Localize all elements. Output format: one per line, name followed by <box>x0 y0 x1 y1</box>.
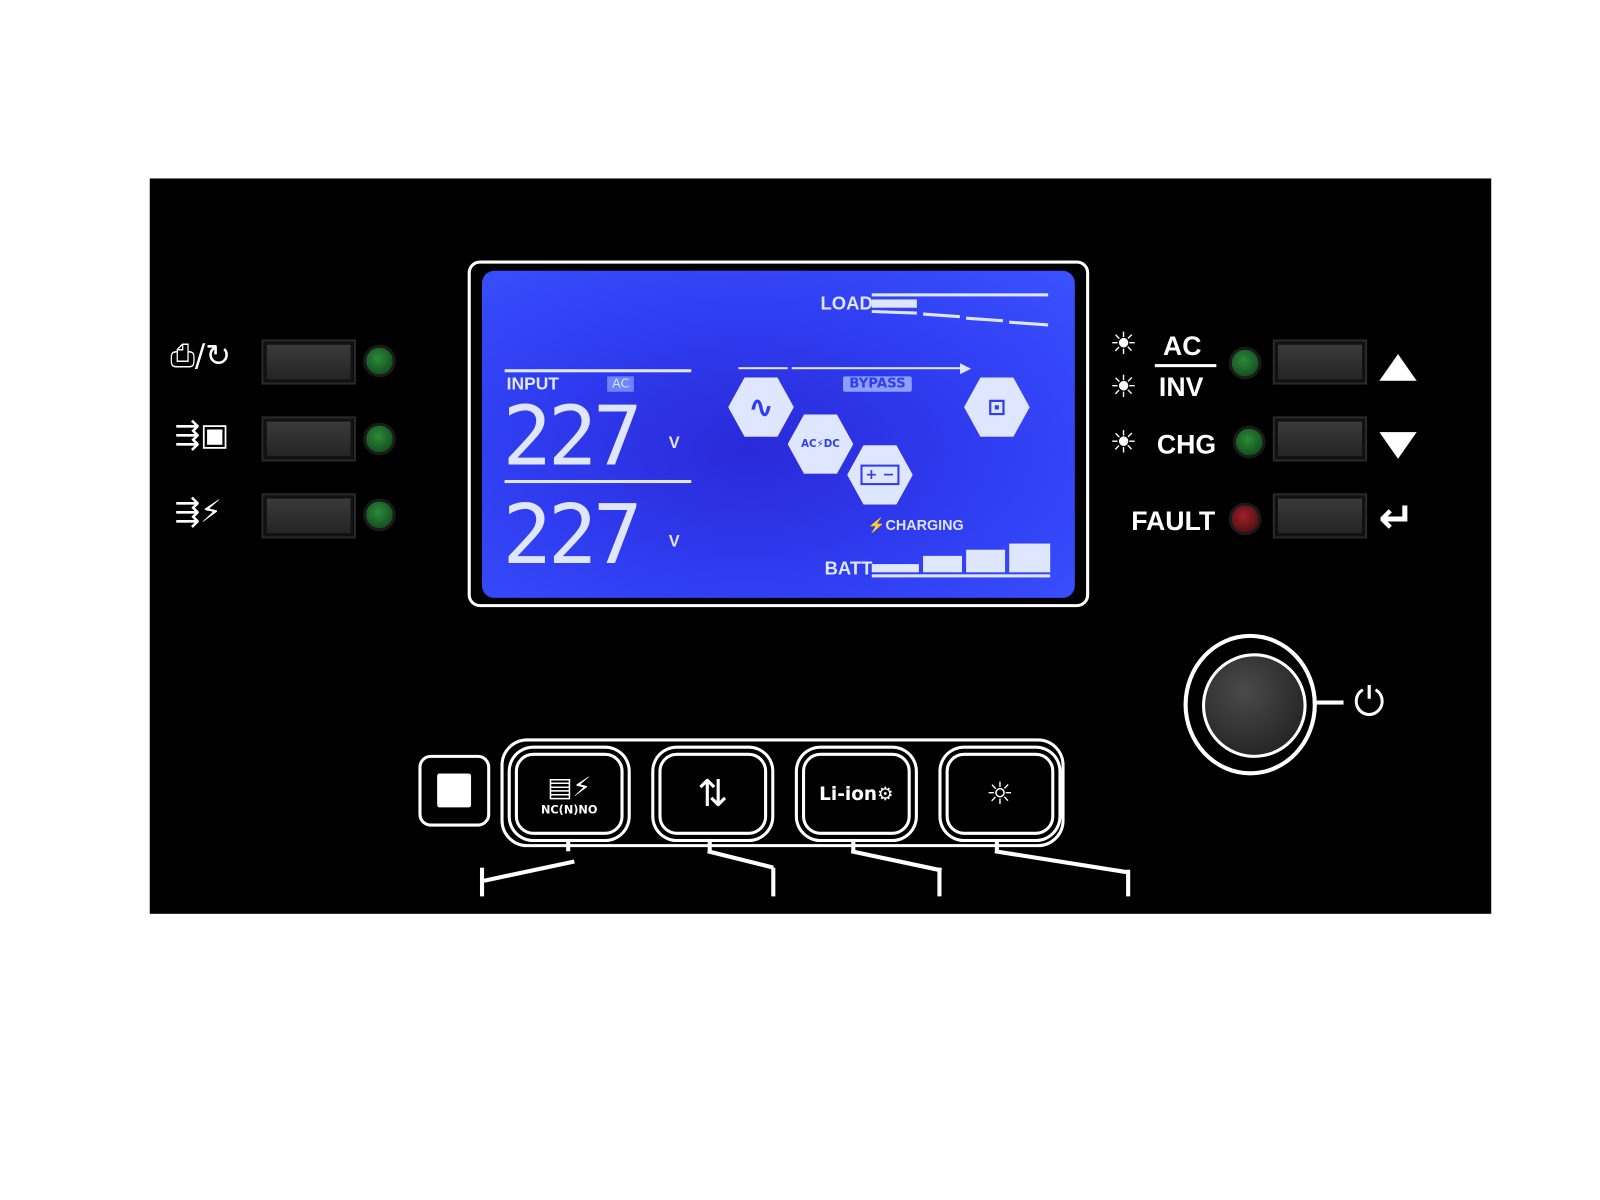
half-sun-icon: ☀ <box>1109 369 1138 406</box>
input-voltage: 227 <box>502 388 643 485</box>
battery-level-bar <box>871 539 1053 578</box>
charging-icon: ⚡ <box>867 516 886 534</box>
ac-dc-converter-icon: AC⚡DC <box>787 414 854 474</box>
load-bar <box>871 293 1049 330</box>
liion-label: Li-ion <box>819 783 878 805</box>
inv-label: INV <box>1158 371 1204 403</box>
output-voltage-unit: V <box>668 533 680 551</box>
display-brightness-icon: ☼ <box>986 775 1014 812</box>
lcd-screen: LOAD INPUT AC 227 V 227 V ▶ BYPASS ∿ AC⚡… <box>482 270 1075 598</box>
output-voltage: 227 <box>502 487 643 583</box>
dry-contact-button[interactable]: ▤⚡NC(N)NO <box>514 752 624 835</box>
bypass-label: BYPASS <box>843 376 912 392</box>
relay-label: NC(N)NO <box>540 802 598 816</box>
up-arrow-icon[interactable]: ▲ <box>1379 344 1417 386</box>
sun-icon: ☀ <box>1109 326 1138 363</box>
function-button-group <box>500 738 1065 848</box>
enter-icon[interactable]: ↵ <box>1378 492 1415 543</box>
load-segment-1 <box>871 299 917 308</box>
chg-led <box>1232 425 1266 459</box>
input-label: INPUT <box>506 374 559 394</box>
load-label: LOAD <box>820 293 873 314</box>
bypass-arrow <box>791 367 967 370</box>
usb-function-button[interactable]: ⇅ <box>658 752 768 835</box>
batt-segment-4 <box>1009 543 1051 573</box>
up-button[interactable] <box>1274 341 1366 383</box>
wifi-button[interactable]: 📶 <box>418 754 491 827</box>
batt-segment-2 <box>923 555 963 573</box>
ac-inv-led <box>1228 346 1262 380</box>
gear-icon: ⚙ <box>877 783 894 805</box>
sun-icon: ☀ <box>1109 424 1138 461</box>
divider <box>504 369 692 373</box>
input-voltage-unit: V <box>668 434 680 453</box>
batt-segment-3 <box>966 549 1006 573</box>
charge-source-icon: ⇶⚡ <box>174 494 222 531</box>
power-ring <box>1183 633 1317 776</box>
liion-settings-button[interactable]: Li-ion⚙ <box>802 752 911 835</box>
battery-icon: + − <box>847 445 913 505</box>
arrow-head-icon: ▶ <box>959 359 972 377</box>
usb-transfer-icon: ⇅ <box>697 772 729 815</box>
down-arrow-icon[interactable]: ▼ <box>1379 422 1417 464</box>
charge-source-button[interactable] <box>263 495 354 537</box>
output-source-button[interactable] <box>263 418 354 460</box>
divider <box>504 479 692 484</box>
charging-label: ⚡CHARGING <box>867 516 964 534</box>
display-settings-button[interactable]: ☼ <box>945 752 1055 835</box>
output-source-led <box>363 422 396 456</box>
charge-source-led <box>363 498 396 532</box>
ac-input-sine-icon: ∿ <box>728 377 794 437</box>
fault-label: FAULT <box>1131 505 1216 537</box>
enter-button[interactable] <box>1274 495 1366 537</box>
batt-label: BATT <box>824 557 873 579</box>
usb-reset-button[interactable] <box>263 341 354 383</box>
output-source-icon: ⇶▣ <box>174 417 230 454</box>
down-button[interactable] <box>1274 418 1366 460</box>
batt-segment-1 <box>871 564 919 573</box>
fault-led <box>1228 502 1262 536</box>
ac-label: AC <box>1163 330 1202 362</box>
input-mode-badge: AC <box>607 376 635 392</box>
relay-icon: ▤⚡ <box>547 771 592 803</box>
output-socket-icon: ⊡ <box>964 377 1030 437</box>
chg-label: CHG <box>1156 428 1217 460</box>
power-button[interactable] <box>1202 653 1307 758</box>
wifi-icon: 📶 <box>435 772 474 809</box>
usb-reset-icon: ⎙/↻ <box>170 338 232 375</box>
power-icon: ⏻ <box>1353 678 1385 725</box>
usb-reset-led <box>363 344 396 378</box>
